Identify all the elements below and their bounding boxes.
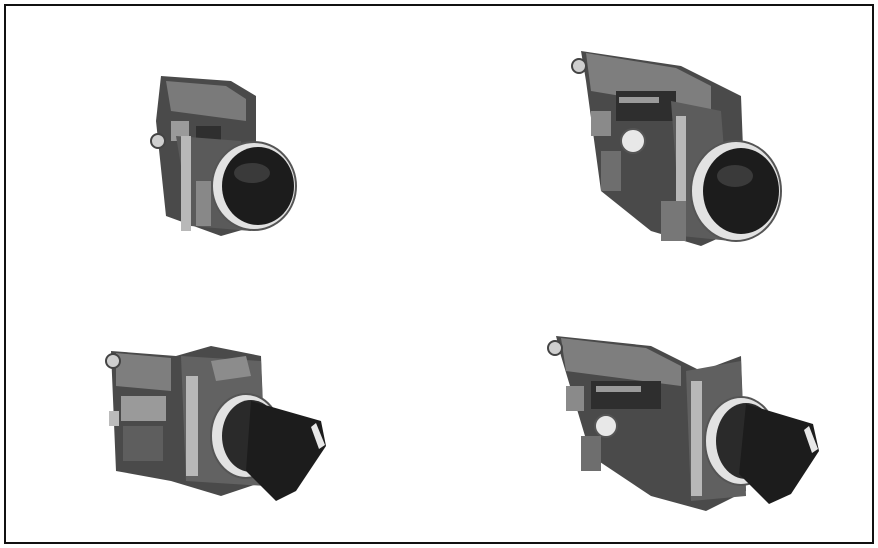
pushbutton-icon xyxy=(150,76,297,236)
image-frame xyxy=(4,4,874,544)
pushbutton-single-block-image xyxy=(136,61,316,251)
selector-switch-double-block-image xyxy=(541,326,826,511)
pushbutton-icon xyxy=(571,51,782,246)
selector-switch-icon xyxy=(105,346,326,501)
selector-switch-icon xyxy=(547,336,819,511)
selector-switch-single-block-image xyxy=(101,331,341,511)
pushbutton-double-block-image xyxy=(561,41,801,256)
